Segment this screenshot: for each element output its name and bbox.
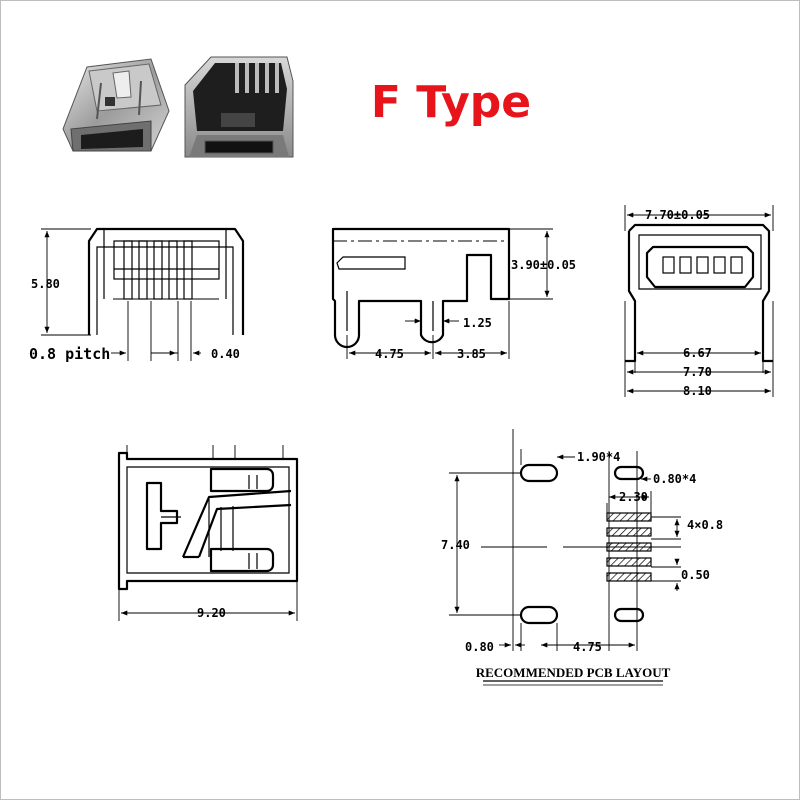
pcb-height-dim: 7.40 <box>441 538 470 552</box>
pcb-caption: RECOMMENDED PCB LAYOUT <box>476 665 671 680</box>
slot-width-dim: 0.80*4 <box>653 472 696 486</box>
spacing-dim-b: 3.85 <box>457 347 486 361</box>
top-length-dim: 9.20 <box>197 606 226 620</box>
connector-photo-rear <box>184 56 294 158</box>
pcb-layout: 1.90*4 0.80*4 2.30 4×0.8 0.50 7.40 0.80 … <box>441 429 723 686</box>
left-offset-dim: 0.80 <box>465 640 494 654</box>
front-view: 5.80 0.8 pitch 0.40 <box>29 227 245 363</box>
slot-top-left <box>519 463 559 483</box>
pitch-label: 0.8 pitch <box>29 345 110 363</box>
pin-width-dim: 0.40 <box>211 347 240 361</box>
top-view: 9.20 <box>117 445 299 621</box>
pad-row <box>606 512 652 582</box>
pad-pitch-dim: 4×0.8 <box>687 518 723 532</box>
slot-bottom-right <box>613 607 645 623</box>
slot-dim: 1.25 <box>463 316 492 330</box>
side-height-dim: 3.90±0.05 <box>511 258 576 272</box>
slot-bottom-left <box>519 605 559 625</box>
title: F Type <box>371 77 531 128</box>
pcb-spacing-dim: 4.75 <box>573 640 602 654</box>
end-width-1-dim: 6.67 <box>683 346 712 360</box>
side-view: 3.90±0.05 1.25 4.75 3.85 <box>331 227 576 361</box>
pad-length-dim: 2.30 <box>619 490 648 504</box>
connector-photo-angled <box>62 58 170 152</box>
slot-top-right <box>613 465 645 481</box>
end-width-3-dim: 8.10 <box>683 384 712 398</box>
slot-size-dim: 1.90*4 <box>577 450 620 464</box>
front-height-dim: 5.80 <box>31 277 60 291</box>
end-view: 7.70±0.05 6.67 7.70 8.10 <box>624 205 774 398</box>
pad-width-dim: 0.50 <box>681 568 710 582</box>
spacing-dim-a: 4.75 <box>375 347 404 361</box>
end-top-width-dim: 7.70±0.05 <box>645 208 710 222</box>
end-width-2-dim: 7.70 <box>683 365 712 379</box>
